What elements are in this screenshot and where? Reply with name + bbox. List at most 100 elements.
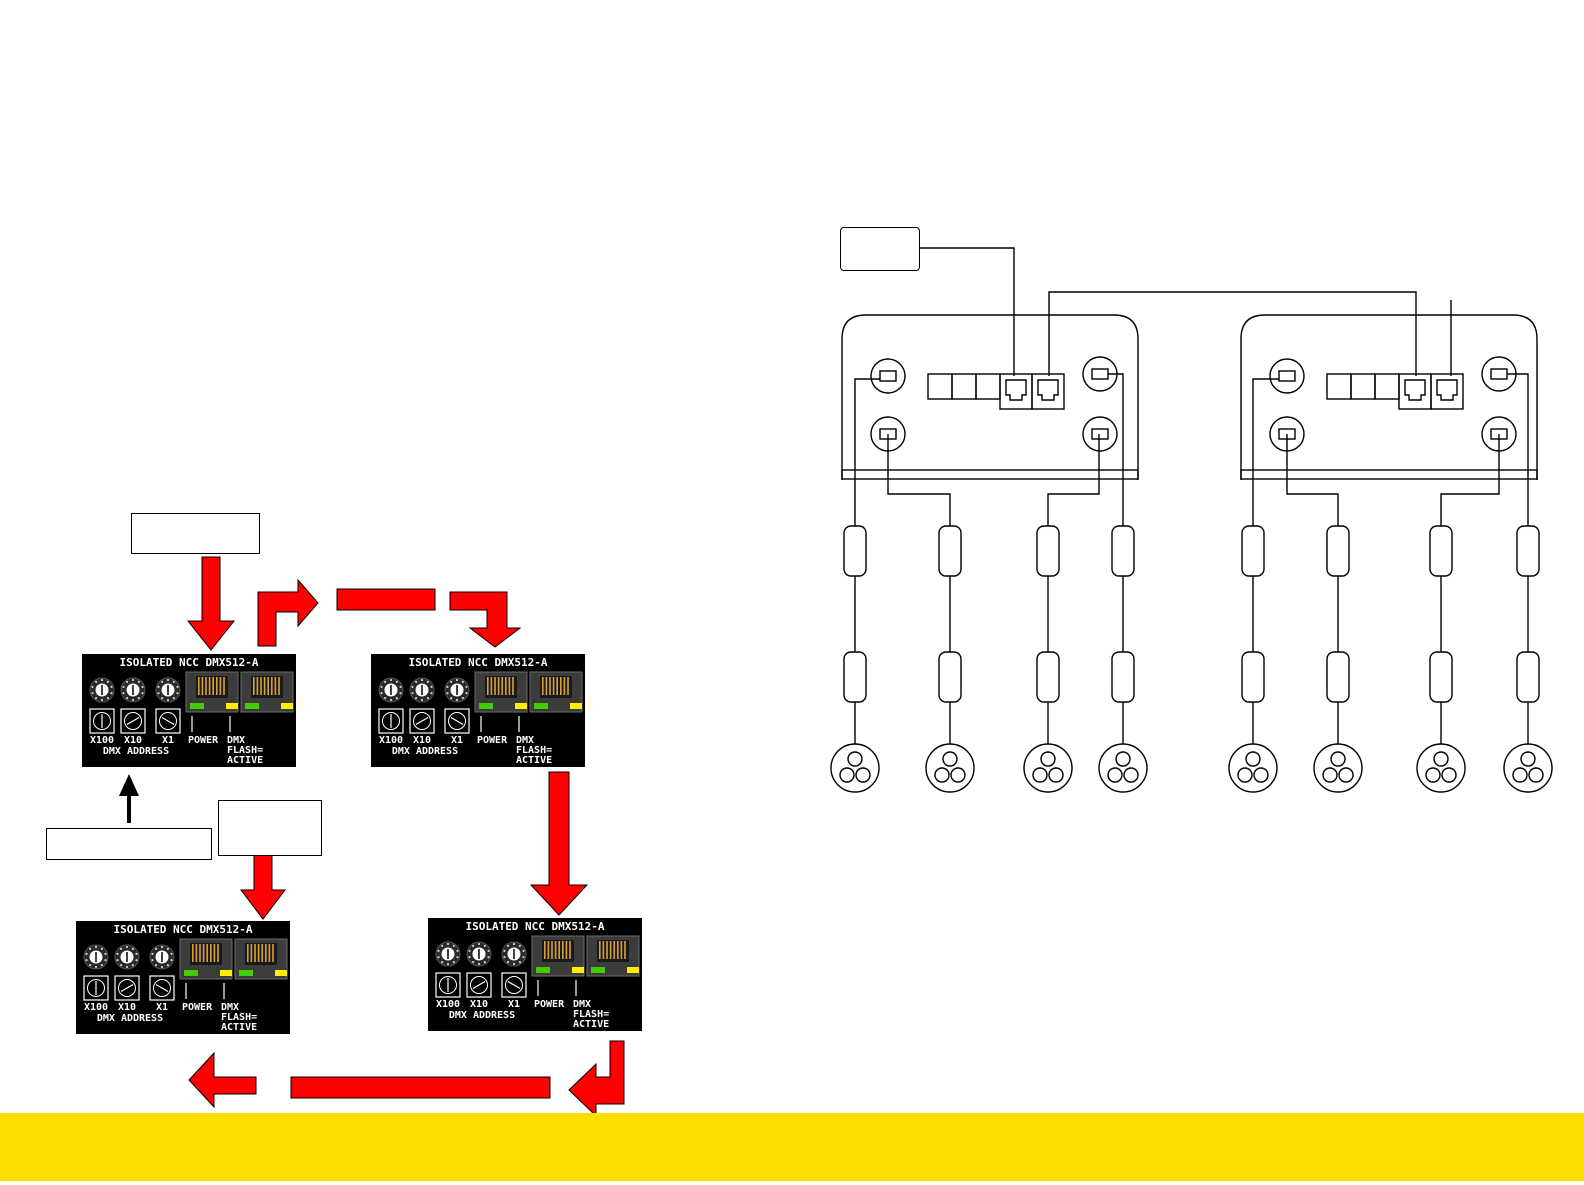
dial-tick — [384, 696, 387, 700]
jack-body — [999, 373, 1033, 410]
port-pin — [501, 677, 503, 695]
dial-indicator-icon — [149, 975, 175, 1001]
dial-tick — [395, 680, 398, 684]
splice-upper — [1036, 525, 1060, 577]
dial-tick — [441, 960, 444, 964]
led-green — [536, 967, 550, 973]
dial-tick — [522, 955, 525, 959]
led-green — [184, 970, 198, 976]
port-pin — [563, 677, 566, 695]
dial-tick — [110, 691, 113, 695]
dial-tick — [503, 955, 506, 959]
dial-tick — [441, 944, 444, 948]
dial-tick — [131, 698, 135, 702]
dial-indicator-circle — [382, 712, 400, 730]
dial-label: X100 — [436, 999, 460, 1010]
dial-tick — [395, 696, 398, 700]
dial-tick — [389, 698, 393, 702]
splice-upper — [1429, 525, 1453, 577]
dial-tick — [522, 949, 525, 953]
enclosure-outline — [1240, 314, 1538, 480]
socket-ring — [870, 358, 906, 394]
rj45-port-icon — [240, 671, 294, 713]
led-yellow — [226, 703, 238, 709]
dial-tick — [380, 691, 383, 695]
port-pin — [217, 944, 219, 962]
dial-indicator-circle — [439, 976, 457, 994]
three-pin-connector-icon — [1503, 743, 1553, 793]
connector-pin — [1520, 751, 1536, 767]
port-pin — [250, 944, 253, 962]
port-pin — [195, 944, 198, 962]
dial-label: X10 — [413, 735, 431, 746]
led-yellow — [281, 703, 293, 709]
dial-tick — [487, 955, 490, 959]
terminal-block — [1374, 373, 1400, 400]
flow-arrow-bend-up-right — [257, 578, 319, 647]
port-pin — [202, 944, 205, 962]
port-pin — [547, 941, 550, 959]
port-pin — [624, 941, 626, 959]
dial-tick — [160, 945, 164, 949]
socket-slot — [1490, 368, 1508, 380]
port-pin — [257, 944, 260, 962]
rj-jack-icon — [999, 373, 1033, 410]
socket-ring — [1269, 358, 1305, 394]
terminal-block — [1350, 373, 1376, 400]
dial-indicator-icon — [466, 972, 492, 998]
dial-tick — [430, 691, 433, 695]
port-pin — [253, 677, 255, 695]
dial-tick — [91, 691, 94, 695]
port-pin — [272, 944, 274, 962]
terminal-block — [951, 373, 977, 400]
rj45-port-icon — [586, 935, 640, 977]
dial-tick — [507, 944, 510, 948]
dial-tick — [157, 685, 160, 689]
dial-indicator-icon — [501, 972, 527, 998]
dial-tick — [456, 949, 459, 953]
port-pin — [562, 941, 564, 959]
dial-label: X1 — [451, 735, 463, 746]
cable-run-3 — [1047, 434, 1100, 526]
dmx-status-label: ACTIVE — [573, 1019, 609, 1030]
three-pin-connector-icon — [830, 743, 880, 793]
rotary-dial-icon — [444, 677, 470, 703]
rj45-port-icon — [179, 938, 233, 980]
dial-indicator-pointer — [126, 716, 140, 726]
port-pin — [558, 941, 560, 959]
terminal-block — [975, 373, 1001, 400]
dial-tick — [426, 696, 429, 700]
port-pin — [569, 941, 571, 959]
terminal-block — [1326, 373, 1352, 400]
dial-tick — [461, 680, 464, 684]
port-pin — [265, 944, 267, 962]
dial-indicator-pointer — [415, 716, 429, 726]
led-green — [479, 703, 493, 709]
connector-pin — [1032, 767, 1048, 783]
cable-run-5 — [1252, 378, 1279, 526]
port-pin — [567, 677, 569, 695]
rj45-port-icon — [185, 671, 239, 713]
dial-tick — [452, 960, 455, 964]
led-green — [534, 703, 548, 709]
dial-label: X1 — [162, 735, 174, 746]
dial-tick — [430, 685, 433, 689]
dial-tick — [122, 691, 125, 695]
rj45-port-icon — [474, 671, 528, 713]
dial-indicator-circle — [448, 712, 466, 730]
connector-ring — [1313, 743, 1363, 793]
dial-tick — [126, 696, 129, 700]
dmx-status-label: DMX — [516, 735, 534, 746]
port-pin — [494, 677, 496, 695]
enclosure-outline — [841, 314, 1139, 480]
led-yellow — [572, 967, 584, 973]
dmx-status-label: DMX — [221, 1002, 239, 1013]
rj-jack-icon — [1031, 373, 1065, 410]
splice-lower — [1429, 651, 1453, 703]
three-pin-connector-icon — [925, 743, 975, 793]
port-pin — [497, 677, 500, 695]
dial-tick — [85, 958, 88, 962]
rotary-dial-icon — [378, 677, 404, 703]
dial-tick — [483, 944, 486, 948]
